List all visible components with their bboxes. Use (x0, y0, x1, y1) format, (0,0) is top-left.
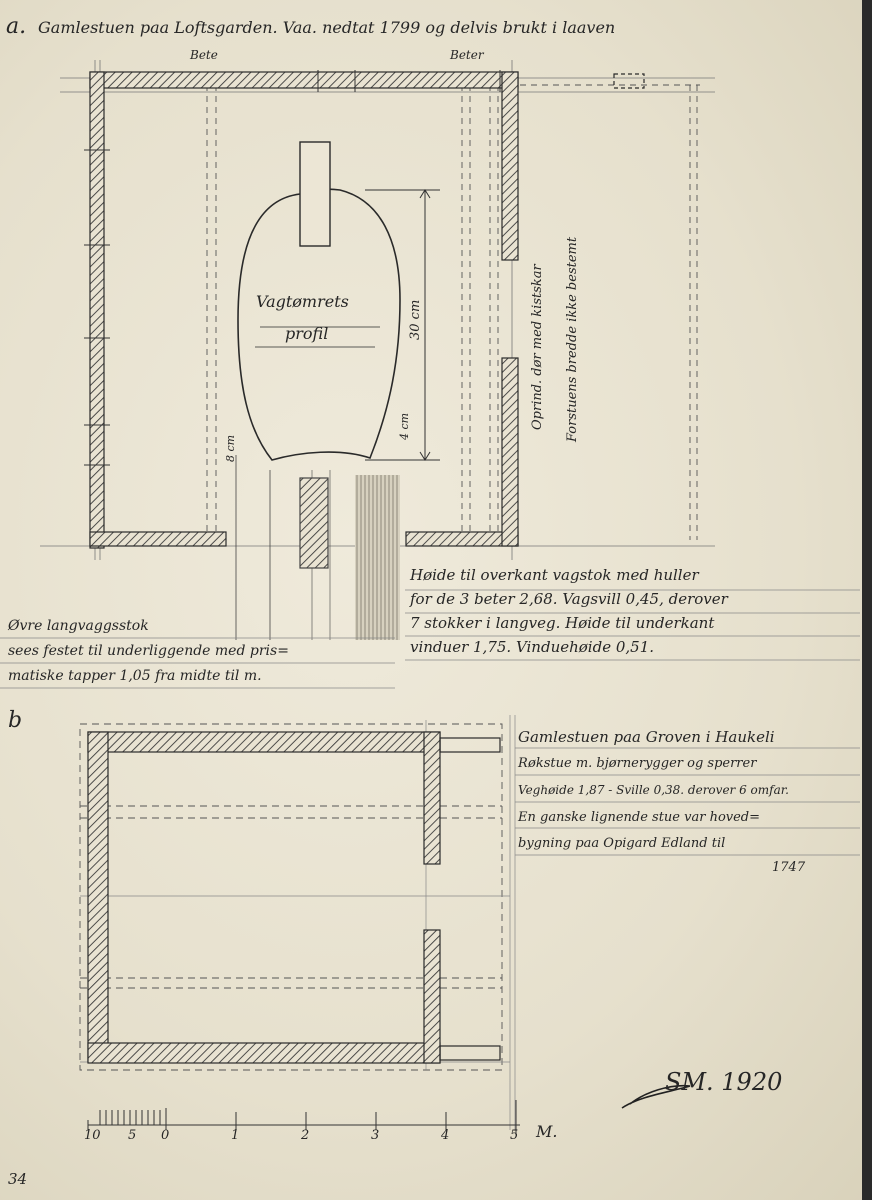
scale-label-4: 4 (441, 1128, 450, 1143)
dim-4cm-label: 4 cm (398, 412, 411, 440)
caption-rules-b (515, 747, 860, 856)
scale-label-10: 10 (84, 1128, 101, 1143)
dim-8cm-label: 8 cm (224, 434, 237, 462)
scale-label-5a: 5 (128, 1128, 137, 1143)
plan-b (79, 715, 860, 1130)
caption-b-line-1: Gamlestuen paa Groven i Haukeli (518, 728, 775, 746)
caption-right-line-3: 7 stokker i langveg. Høide til underkant (410, 614, 715, 632)
scale-bar (87, 1100, 520, 1135)
caption-right-line-4: vinduer 1,75. Vinduehøide 0,51. (410, 638, 655, 656)
scale-label-0: 0 (161, 1128, 170, 1143)
bete-left-label: Bete (190, 48, 218, 62)
construction-lines-b (80, 715, 516, 1130)
caption-b-line-5: bygning paa Opigard Edland til (518, 836, 726, 851)
caption-b-line-4: En ganske lignende stue var hoved= (518, 810, 761, 825)
caption-b-line-2: Røkstue m. bjørnerygger og sperrer (518, 756, 757, 771)
sheet-edge (862, 0, 872, 1200)
caption-b-line-6: 1747 (772, 860, 806, 875)
scale-label-3: 3 (371, 1128, 380, 1143)
log-section (235, 455, 400, 640)
bete-right-label: Beter (450, 48, 484, 62)
scale-label-5b: 5 (510, 1128, 519, 1143)
caption-right-line-2: for de 3 beter 2,68. Vagsvill 0,45, dero… (410, 590, 728, 608)
caption-left-line-2: sees festet til underliggende med pris= (8, 643, 289, 659)
door-note: Oprind. dør med kistskar (530, 264, 545, 430)
page-number: 34 (8, 1170, 28, 1188)
caption-b-line-3: Veghøide 1,87 - Sville 0,38. derover 6 o… (518, 783, 789, 797)
profile-label-2: profil (285, 324, 329, 343)
wall-ticks (84, 70, 501, 466)
label-a: a. (6, 14, 27, 39)
beam-profile (237, 141, 401, 461)
caption-rules (0, 589, 860, 689)
scale-label-2: 2 (301, 1128, 310, 1143)
caption-right-line-1: Høide til overkant vagstok med huller (410, 566, 699, 584)
title-a: Gamlestuen paa Loftsgarden. Vaa. nedtat … (38, 18, 616, 37)
profile-label-1: Vagtømrets (256, 292, 349, 311)
label-b: b (8, 708, 23, 733)
scale-label-1: 1 (231, 1128, 240, 1143)
dashed-lines (206, 84, 700, 540)
dimension-30cm (365, 189, 440, 461)
scale-unit: M. (536, 1122, 558, 1141)
signature-flourish (621, 1084, 691, 1109)
dim-30cm-label: 30 cm (408, 299, 423, 340)
plan-a (0, 60, 860, 689)
caption-left-line-1: Øvre langvaggsstok (8, 618, 149, 634)
width-note: Forstuens bredde ikke bestemt (565, 236, 580, 442)
caption-left-line-3: matiske tapper 1,05 fra midte til m. (8, 668, 262, 684)
walls-b (87, 731, 501, 1064)
signature: SM. 1920 (665, 1068, 783, 1096)
walls-a (89, 71, 645, 549)
